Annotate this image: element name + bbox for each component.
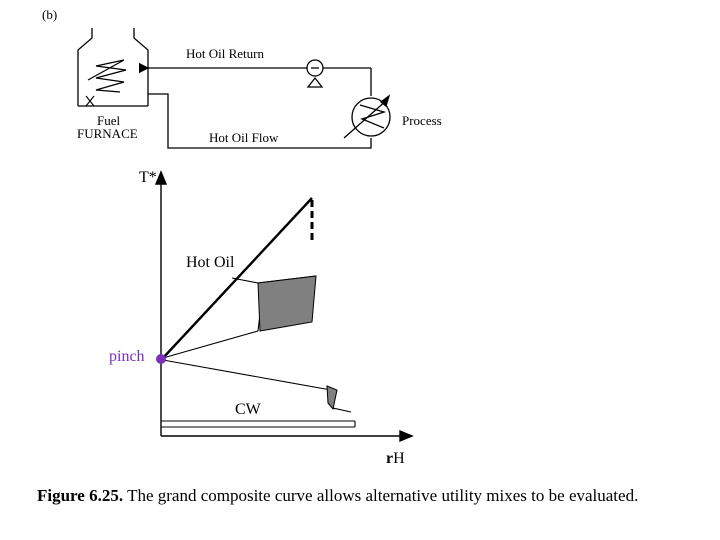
cw-band bbox=[161, 420, 356, 428]
furnace bbox=[77, 28, 149, 107]
x-axis-text: H bbox=[393, 450, 405, 467]
hot-oil-line bbox=[162, 197, 313, 359]
burner-icon bbox=[85, 95, 95, 107]
pocket-above bbox=[257, 275, 317, 332]
caption-label: Figure 6.25. bbox=[37, 486, 124, 505]
plot-axes bbox=[154, 170, 414, 443]
pump-icon bbox=[306, 59, 324, 88]
y-axis-label: T* bbox=[139, 169, 157, 186]
caption-text: The grand composite curve allows alterna… bbox=[127, 486, 639, 505]
hot-oil-flow-line bbox=[148, 93, 372, 149]
hot-oil-return-line bbox=[138, 62, 372, 96]
cw-label: CW bbox=[235, 401, 261, 418]
delta-symbol: r bbox=[386, 450, 394, 467]
furnace-label: FURNACE bbox=[77, 126, 138, 141]
figure-caption: Figure 6.25. The grand composite curve a… bbox=[37, 486, 638, 506]
heat-exchanger-icon bbox=[343, 94, 391, 139]
pinch-point bbox=[156, 354, 166, 364]
pinch-label: pinch bbox=[109, 348, 145, 365]
hot-oil-flow-label: Hot Oil Flow bbox=[209, 130, 279, 145]
hot-oil-return-label: Hot Oil Return bbox=[186, 46, 264, 61]
hot-oil-label: Hot Oil bbox=[186, 254, 235, 271]
panel-label: (b) bbox=[42, 7, 58, 22]
furnace-coil bbox=[87, 59, 127, 93]
pocket-below bbox=[326, 385, 338, 411]
fuel-label: Fuel bbox=[97, 113, 121, 128]
process-label: Process bbox=[402, 113, 442, 128]
x-axis-label: rH bbox=[386, 450, 405, 468]
